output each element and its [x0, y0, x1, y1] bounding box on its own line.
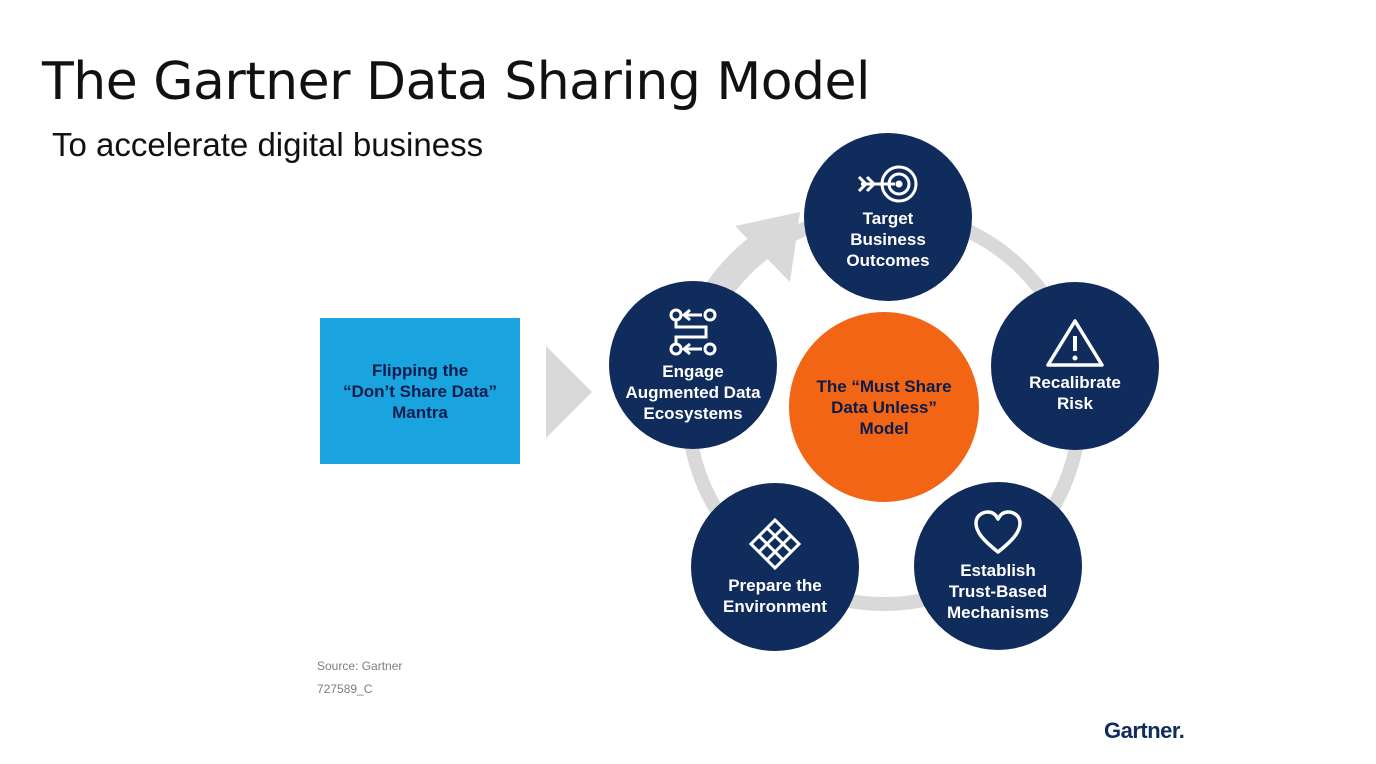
center-model: The “Must Share Data Unless” Model — [789, 312, 979, 502]
cycle-arrow-head — [735, 212, 800, 282]
mantra-box: Flipping the “Don’t Share Data” Mantra — [320, 318, 520, 464]
node-engage-ecosystems: Engage Augmented Data Ecosystems — [609, 281, 777, 449]
grid-diamond-icon — [748, 517, 802, 571]
gartner-logo: Gartner. — [1104, 718, 1185, 743]
node-label: Target Business Outcomes — [846, 208, 930, 270]
slide-subtitle: To accelerate digital business — [52, 126, 484, 163]
chevron-right-icon — [546, 346, 592, 438]
slide-title: The Gartner Data Sharing Model — [42, 52, 871, 112]
document-id: 727589_C — [317, 682, 373, 696]
mantra-label: Flipping the “Don’t Share Data” Mantra — [343, 360, 497, 422]
heart-icon — [974, 509, 1022, 554]
node-establish-trust: Establish Trust-Based Mechanisms — [914, 482, 1082, 650]
target-arrow-icon — [857, 165, 918, 202]
warning-triangle-icon — [1046, 319, 1104, 367]
node-label: Prepare the Environment — [723, 576, 827, 616]
center-model-label: The “Must Share Data Unless” Model — [816, 376, 952, 438]
source-note: Source: Gartner — [317, 659, 403, 673]
node-prepare-environment: Prepare the Environment — [691, 483, 859, 651]
node-label: Engage Augmented Data Ecosystems — [625, 361, 761, 423]
node-label: Recalibrate Risk — [1029, 373, 1121, 413]
node-label: Establish Trust-Based Mechanisms — [946, 560, 1050, 622]
node-target-business-outcomes: Target Business Outcomes — [804, 133, 972, 301]
node-recalibrate-risk: Recalibrate Risk — [991, 282, 1159, 450]
network-flow-icon — [669, 308, 717, 355]
